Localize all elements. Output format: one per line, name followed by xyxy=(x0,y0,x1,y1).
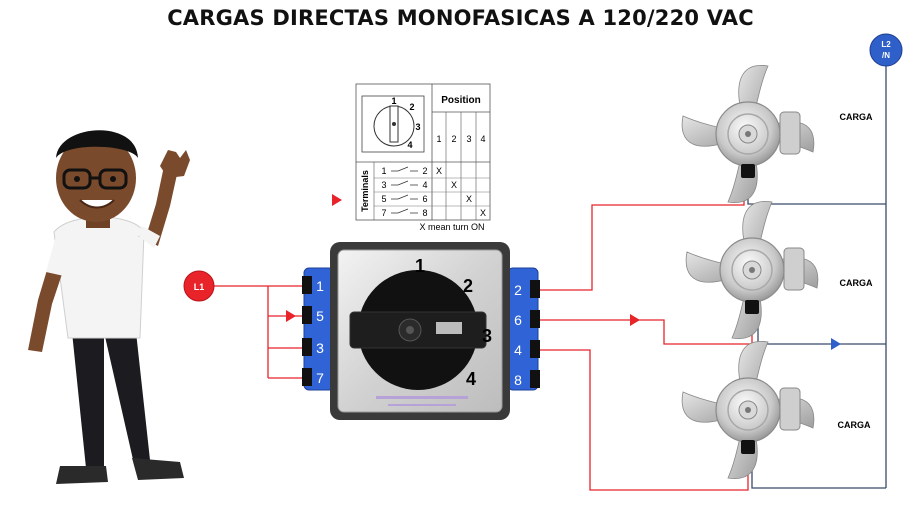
table-row-switch-symbol xyxy=(391,208,418,214)
node-l1: L1 xyxy=(183,270,215,302)
mini-dial-1: 1 xyxy=(391,96,396,106)
position-header: Position xyxy=(441,95,480,106)
terminals-header: Terminals xyxy=(360,170,370,212)
terminal-left-7: 7 xyxy=(316,370,324,386)
mini-dial-3: 3 xyxy=(415,122,420,132)
phase-arrow-right xyxy=(630,314,640,326)
load-label-1: CARGA xyxy=(840,112,873,122)
terminal-left-3: 3 xyxy=(316,340,324,356)
dial-position-3: 3 xyxy=(482,326,492,346)
table-row-on-mark: X xyxy=(451,180,457,190)
position-number-3: 3 xyxy=(466,134,471,144)
position-number-1: 1 xyxy=(436,134,441,144)
page-title: CARGAS DIRECTAS MONOFASICAS A 120/220 VA… xyxy=(167,6,754,30)
phase-arrow-left xyxy=(286,310,296,322)
table-row-terminal-3: 3 xyxy=(381,180,386,190)
table-row-terminal-4: 4 xyxy=(422,180,427,190)
node-neutral-label: /N xyxy=(882,51,890,60)
fan-motor-3 xyxy=(681,340,815,480)
cartoon-character xyxy=(28,130,190,484)
table-row-terminal-6: 6 xyxy=(422,194,427,204)
table-row-on-mark: X xyxy=(480,208,486,218)
fan-motor-2 xyxy=(685,200,819,340)
position-number-4: 4 xyxy=(480,134,485,144)
position-number-2: 2 xyxy=(451,134,456,144)
table-row-terminal-2: 2 xyxy=(422,166,427,176)
table-row-switch-symbol xyxy=(391,166,418,172)
table-legend: X mean turn ON xyxy=(419,222,484,232)
node-l2-label: L2 xyxy=(881,40,891,49)
terminal-right-8: 8 xyxy=(514,372,522,388)
terminal-right-6: 6 xyxy=(514,312,522,328)
table-row-on-mark: X xyxy=(436,166,442,176)
dial-position-4: 4 xyxy=(466,369,476,389)
node-l2-neutral: L2 /N xyxy=(869,33,903,67)
dial-position-2: 2 xyxy=(463,276,473,296)
fan-motor-1 xyxy=(681,64,815,204)
table-row-terminal-1: 1 xyxy=(381,166,386,176)
table-row-switch-symbol xyxy=(391,180,418,186)
table-row-terminal-8: 8 xyxy=(422,208,427,218)
mini-dial-2: 2 xyxy=(409,102,414,112)
neutral-direction-arrow xyxy=(831,338,841,350)
table-row-switch-symbol xyxy=(391,194,418,200)
terminal-left-1: 1 xyxy=(316,278,324,294)
load-label-3: CARGA xyxy=(838,420,871,430)
table-row-on-mark: X xyxy=(466,194,472,204)
table-pointer-arrow xyxy=(332,194,342,206)
table-row-terminal-5: 5 xyxy=(381,194,386,204)
table-row-terminal-7: 7 xyxy=(381,208,386,218)
load-label-2: CARGA xyxy=(840,278,873,288)
node-l1-label: L1 xyxy=(194,282,205,292)
terminal-right-4: 4 xyxy=(514,342,522,358)
terminal-right-2: 2 xyxy=(514,282,522,298)
rotary-selector-switch xyxy=(302,242,540,420)
mini-dial-4: 4 xyxy=(407,140,412,150)
terminal-left-5: 5 xyxy=(316,308,324,324)
dial-position-1: 1 xyxy=(415,256,425,276)
